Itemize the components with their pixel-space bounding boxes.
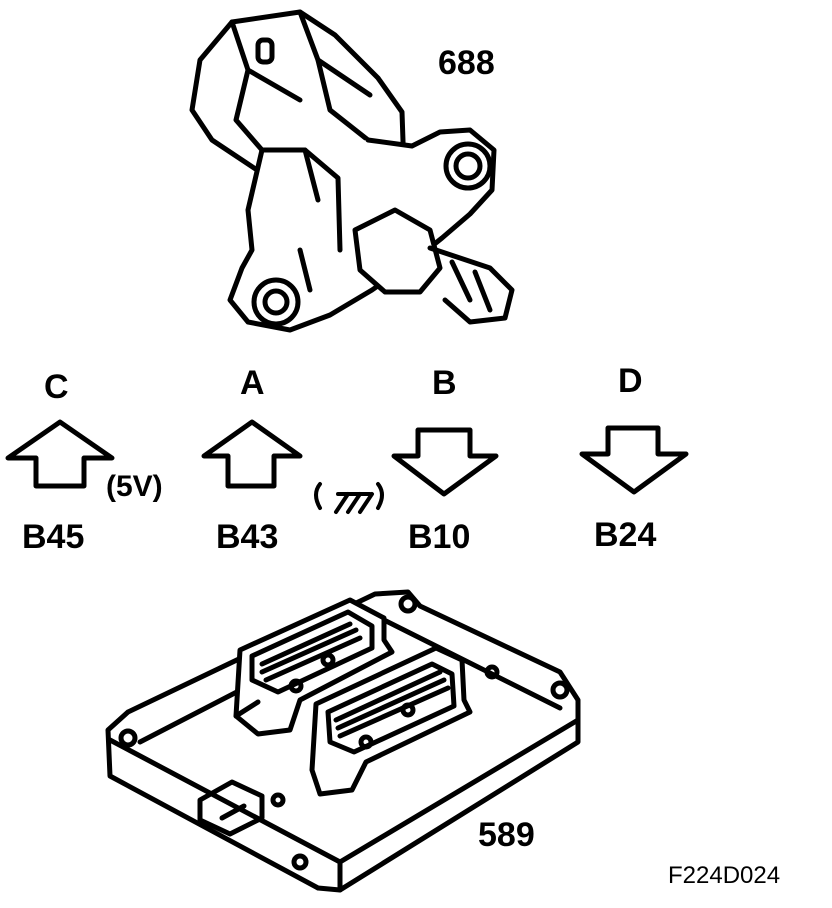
figure-reference: F224D024 (668, 862, 781, 889)
pin-label-b: B (432, 364, 457, 402)
voltage-note: (5V) (106, 470, 163, 503)
module-number: 589 (478, 816, 535, 854)
control-module-icon (105, 589, 581, 893)
cavity-label-b43: B43 (216, 518, 279, 556)
pin-label-d: D (618, 362, 643, 400)
up-arrow-icon (5, 419, 115, 489)
pressure-sensor-icon (189, 9, 515, 333)
ground-icon (314, 482, 384, 514)
up-arrow-icon (201, 419, 303, 489)
down-arrow-icon (579, 425, 689, 495)
cavity-label-b10: B10 (408, 518, 471, 556)
sensor-number: 688 (438, 44, 495, 82)
cavity-label-b45: B45 (22, 518, 85, 556)
down-arrow-icon (391, 427, 499, 497)
pin-label-a: A (240, 364, 265, 402)
cavity-label-b24: B24 (594, 516, 657, 554)
pin-label-c: C (44, 368, 69, 406)
